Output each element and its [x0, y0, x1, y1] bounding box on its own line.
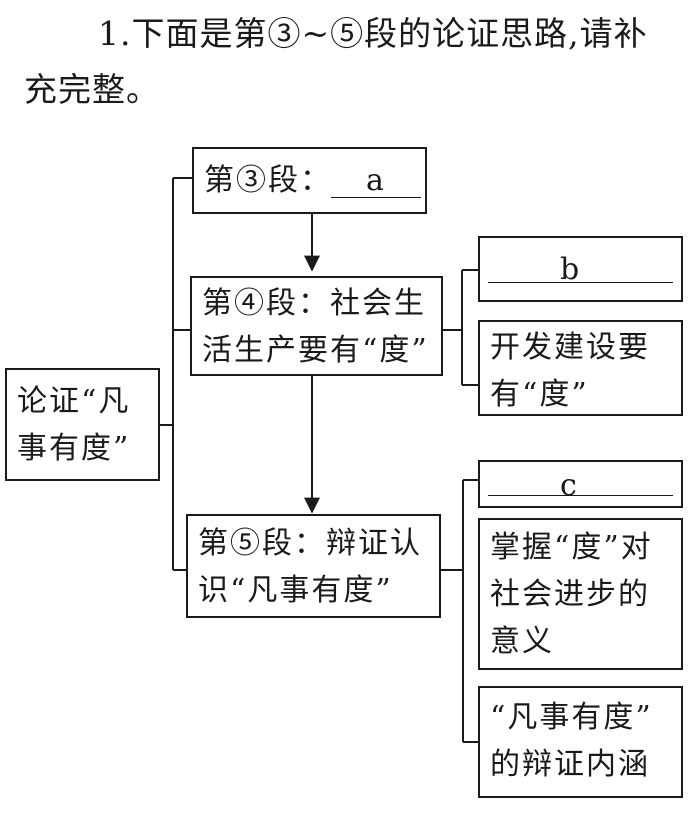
- para4-sub-box-development: 开发建设要 有“度”: [478, 320, 683, 416]
- para5-blank-c-line: [488, 495, 673, 496]
- para3-blank-line: [331, 197, 421, 198]
- para3-box: 第③段： a: [192, 147, 427, 214]
- para4-blank-b-letter: b: [560, 252, 580, 287]
- para4-line-2: 活生产要有“度”: [202, 333, 429, 368]
- root-line-2: 事有度”: [17, 431, 131, 466]
- root-box: 论证“凡 事有度”: [5, 368, 160, 481]
- para5-sub2-line-2: 社会进步的: [490, 577, 650, 612]
- para5-blank-c-box: c: [478, 460, 683, 508]
- para5-sub-box-dialectic: “凡事有度” 的辩证内涵: [478, 686, 683, 798]
- question-text: 1.下面是第③~⑤段的论证思路,请补 充完整。: [24, 6, 694, 118]
- para5-line-2: 识“凡事有度”: [198, 573, 393, 608]
- para5-sub3-line-2: 的辩证内涵: [490, 747, 650, 782]
- para3-label: 第③段：: [204, 163, 332, 198]
- para5-sub2-line-3: 意义: [490, 624, 554, 659]
- para5-sub3-line-1: “凡事有度”: [490, 700, 653, 735]
- para5-box: 第⑤段：辩证认 识“凡事有度”: [186, 514, 441, 618]
- para5-blank-c-letter: c: [560, 468, 577, 503]
- question-line-1: 1.下面是第③~⑤段的论证思路,请补: [98, 14, 648, 53]
- para5-sub2-line-1: 掌握“度”对: [490, 530, 653, 565]
- para4-box: 第④段：社会生 活生产要有“度”: [190, 276, 443, 376]
- para4-sub2-line-1: 开发建设要: [490, 330, 650, 365]
- para4-blank-b-line: [488, 282, 673, 283]
- root-line-1: 论证“凡: [17, 384, 131, 419]
- para4-line-1: 第④段：社会生: [202, 286, 426, 321]
- question-line-2: 充完整。: [24, 70, 160, 109]
- para5-sub-box-significance: 掌握“度”对 社会进步的 意义: [478, 518, 683, 670]
- para4-sub2-line-2: 有“度”: [490, 377, 589, 412]
- para5-line-1: 第⑤段：辩证认: [198, 526, 422, 561]
- para4-blank-b-box: b: [478, 236, 683, 302]
- para3-blank-letter: a: [366, 163, 384, 198]
